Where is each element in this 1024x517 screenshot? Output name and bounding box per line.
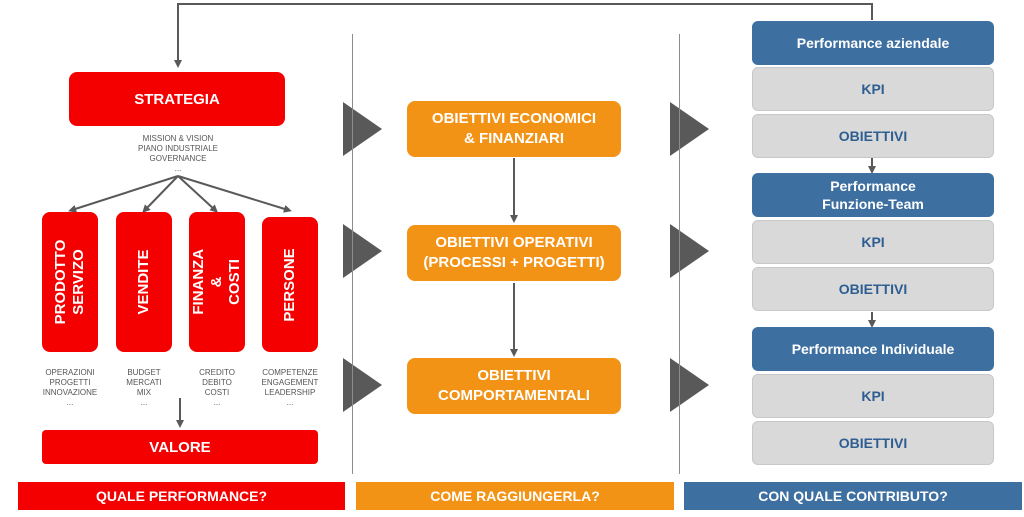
feedback-loop-line xyxy=(174,3,873,68)
triangle-right-2 xyxy=(670,224,709,278)
strategy-box: STRATEGIA xyxy=(69,72,285,126)
fan-arrow-1 xyxy=(68,175,179,213)
pillar-vendite: VENDITE xyxy=(116,212,172,352)
objective-label: OBIETTIVI OPERATIVI (PROCESSI + PROGETTI… xyxy=(423,234,605,271)
pillar-label: PRODOTTO SERVIZO xyxy=(52,239,87,325)
divider-right xyxy=(679,34,680,474)
obiettivi-funzione-team: OBIETTIVI xyxy=(752,267,994,311)
triangle-right-1 xyxy=(670,102,709,156)
performance-funzione-team: Performance Funzione-Team xyxy=(752,173,994,217)
footer-left-label: QUALE PERFORMANCE? xyxy=(95,488,268,504)
obiettivi-label: OBIETTIVI xyxy=(838,435,908,451)
kpi-label: KPI xyxy=(861,81,885,97)
triangle-left-1 xyxy=(343,102,382,156)
performance-aziendale: Performance aziendale xyxy=(752,21,994,65)
performance-title: Performance aziendale xyxy=(796,35,950,51)
pillar-label: VENDITE xyxy=(135,249,152,315)
pillar-notes-2: BUDGET MERCATI MIX ... xyxy=(126,368,162,407)
footer-middle-label: COME RAGGIUNGERLA? xyxy=(430,488,600,504)
strategy-title: STRATEGIA xyxy=(134,90,220,108)
fan-arrow-4 xyxy=(177,175,292,213)
pillar-persone: PERSONE xyxy=(262,217,318,352)
pillar-label: FINANZA & COSTI xyxy=(190,248,243,315)
performance-title: Performance Individuale xyxy=(791,341,955,357)
objective-comportamentali: OBIETTIVI COMPORTAMENTALI xyxy=(407,358,621,414)
pillar-notes-4: COMPETENZE ENGAGEMENT LEADERSHIP ... xyxy=(261,368,319,407)
pillar-notes-3: CREDITO DEBITO COSTI ... xyxy=(199,368,235,407)
performance-individuale: Performance Individuale xyxy=(752,327,994,371)
triangle-right-3 xyxy=(670,358,709,412)
fan-arrow-2 xyxy=(142,175,179,213)
objective-label: OBIETTIVI ECONOMICI & FINANZIARI xyxy=(431,110,597,147)
objective-label: OBIETTIVI COMPORTAMENTALI xyxy=(438,367,590,404)
pillar-notes-1: OPERAZIONI PROGETTI INNOVAZIONE ... xyxy=(42,368,98,407)
triangle-left-3 xyxy=(343,358,382,412)
obiettivi-label: OBIETTIVI xyxy=(838,128,908,144)
strategy-notes: MISSION & VISION PIANO INDUSTRIALE GOVER… xyxy=(137,134,218,173)
kpi-label: KPI xyxy=(861,234,885,250)
kpi-individuale: KPI xyxy=(752,374,994,418)
obiettivi-label: OBIETTIVI xyxy=(838,281,908,297)
pillar-prodotto-servizio: PRODOTTO SERVIZO xyxy=(42,212,98,352)
obiettivi-aziendale: OBIETTIVI xyxy=(752,114,994,158)
objective-operativi: OBIETTIVI OPERATIVI (PROCESSI + PROGETTI… xyxy=(407,225,621,281)
footer-right: CON QUALE CONTRIBUTO? xyxy=(684,482,1022,510)
footer-left: QUALE PERFORMANCE? xyxy=(18,482,345,510)
kpi-label: KPI xyxy=(861,388,885,404)
obiettivi-individuale: OBIETTIVI xyxy=(752,421,994,465)
value-label: VALORE xyxy=(149,438,211,456)
footer-middle: COME RAGGIUNGERLA? xyxy=(356,482,674,510)
objective-economici: OBIETTIVI ECONOMICI & FINANZIARI xyxy=(407,101,621,157)
divider-left xyxy=(352,34,353,474)
kpi-funzione-team: KPI xyxy=(752,220,994,264)
value-box: VALORE xyxy=(42,430,318,464)
fan-arrow-3 xyxy=(177,175,218,213)
triangle-left-2 xyxy=(343,224,382,278)
pillar-label: PERSONE xyxy=(281,247,298,322)
footer-right-label: CON QUALE CONTRIBUTO? xyxy=(758,488,948,504)
performance-title: Performance Funzione-Team xyxy=(822,178,924,212)
pillar-finanza-costi: FINANZA & COSTI xyxy=(189,212,245,352)
kpi-aziendale: KPI xyxy=(752,67,994,111)
